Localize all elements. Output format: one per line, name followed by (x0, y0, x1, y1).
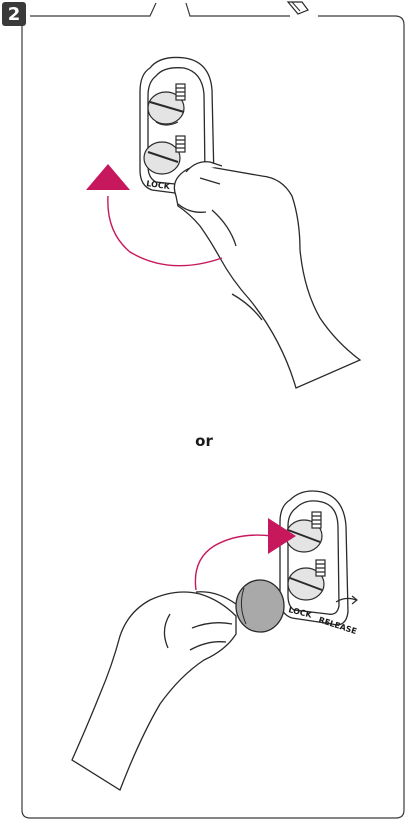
upper-screw-icon-bottom (285, 511, 323, 553)
hand-icon-top (173, 161, 362, 389)
or-separator: or (195, 432, 213, 450)
top-illustration: LOCK (86, 56, 362, 389)
lower-screw-icon (143, 135, 186, 175)
lower-screw-icon-bottom (287, 559, 326, 601)
hand-icon-bottom (71, 591, 237, 791)
step-number-badge: 2 (2, 2, 26, 26)
tool-fragment-icon (286, 1, 309, 15)
coin-icon (235, 579, 285, 633)
rotate-arrow-bottom (194, 518, 296, 591)
release-arrow-small-icon (335, 595, 358, 605)
upper-screw-icon (147, 83, 186, 126)
lock-label-top: LOCK (146, 179, 171, 191)
rotate-arrow-top (86, 164, 223, 267)
